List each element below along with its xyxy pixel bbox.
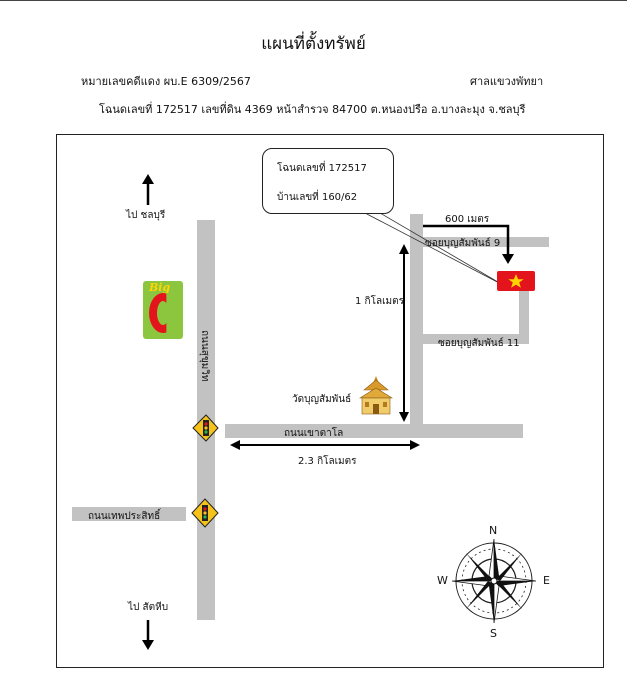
soi-connector-road — [519, 290, 529, 344]
soi-11-label: ซอยบุญสัมพันธ์ 11 — [438, 338, 520, 349]
down-arrow-icon — [142, 620, 154, 650]
compass-rose-icon — [451, 538, 537, 624]
soi-9-label: ซอยบุญสัมพันธ์ 9 — [425, 238, 501, 249]
deed-details: โฉนดเลขที่ 172517 เลขที่ดิน 4369 หน้าสำร… — [99, 103, 526, 116]
dimension-2-3km-arrow — [230, 440, 420, 450]
big-c-letter-shape — [149, 293, 167, 333]
callout-house-number: บ้านเลขที่ 160/62 — [277, 192, 358, 203]
distance-2-3km-label: 2.3 กิโลเมตร — [298, 456, 357, 467]
property-callout: โฉนดเลขที่ 172517 บ้านเลขที่ 160/62 — [262, 148, 394, 214]
distance-1km-label: 1 กิโลเมตร — [355, 296, 404, 307]
callout-pointer — [364, 212, 504, 286]
callout-deed-number: โฉนดเลขที่ 172517 — [277, 163, 367, 174]
compass-south-label: S — [490, 627, 497, 640]
distance-600m-label: 600 เมตร — [445, 214, 490, 225]
dimension-1km-arrow — [399, 244, 409, 422]
top-rule — [0, 0, 627, 1]
thepprasit-road-label: ถนนเทพประสิทธิ์ — [88, 511, 161, 522]
case-number: หมายเลขคดีแดง ผบ.E 6309/2567 — [81, 75, 251, 88]
big-c-logo-text: Big — [149, 281, 171, 294]
khao-talo-road-label: ถนนเขาตาโล — [284, 428, 344, 439]
compass-east-label: E — [543, 574, 550, 587]
compass-north-label: N — [489, 524, 498, 537]
traffic-light-icon — [191, 498, 219, 528]
route-600m-arrow — [423, 224, 514, 264]
traffic-light-icon — [192, 414, 219, 442]
to-chonburi-label: ไป ชลบุรี — [126, 210, 166, 221]
khao-talo-road — [225, 424, 523, 438]
vietnam-flag-icon — [497, 271, 535, 291]
court-name: ศาลแขวงพัทยา — [470, 75, 544, 88]
soi-11-road — [423, 334, 529, 344]
thepprasit-road — [72, 507, 186, 521]
soi-road-main — [410, 214, 423, 426]
temple-label: วัดบุญสัมพันธ์ — [292, 394, 352, 405]
to-sattahip-label: ไป สัตหีบ — [128, 602, 169, 613]
document-title: แผนที่ตั้งทรัพย์ — [261, 34, 366, 54]
map-frame — [56, 134, 604, 668]
soi-9-road — [423, 237, 549, 247]
compass-west-label: W — [437, 574, 448, 587]
temple-icon — [358, 376, 394, 415]
big-c-logo: Big — [143, 281, 183, 339]
up-arrow-icon — [142, 174, 154, 205]
